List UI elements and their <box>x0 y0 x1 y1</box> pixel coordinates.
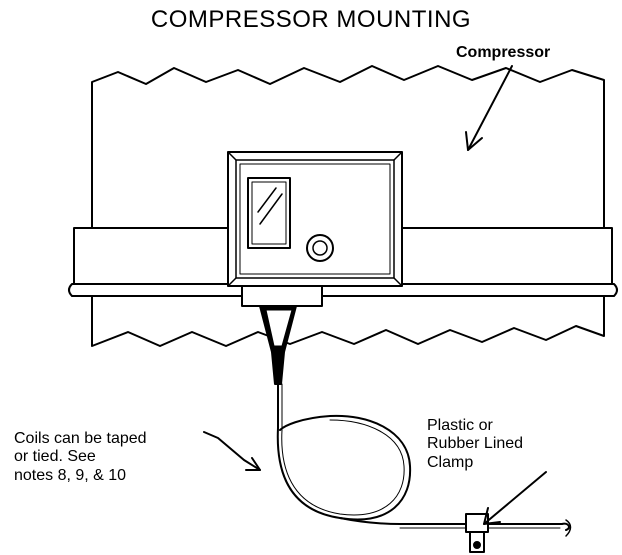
compressor-body-lower <box>91 295 605 347</box>
coils-note-label: Coils can be taped or tied. See notes 8,… <box>14 430 147 485</box>
clamp-label-line: Rubber Lined <box>427 435 524 453</box>
display-window <box>247 177 291 249</box>
coils-leader <box>203 431 261 471</box>
clamp-label-line: Clamp <box>427 453 474 471</box>
glare-mark <box>259 193 283 225</box>
clamp-label-line: Plastic or <box>427 417 493 434</box>
mounting-rail <box>68 283 618 297</box>
diagram-title: COMPRESSOR MOUNTING <box>150 6 472 33</box>
clamp-label: Plastic or Rubber Lined Clamp <box>427 417 523 472</box>
compressor-leader <box>467 65 513 151</box>
compressor-body-upper <box>91 65 605 229</box>
clamp-leader <box>483 471 547 525</box>
capillary-tube <box>276 383 412 521</box>
adjustment-knob <box>306 234 334 262</box>
compressor-label: Compressor <box>456 44 551 61</box>
coils-note-line: notes 8, 9, & 10 <box>14 466 127 484</box>
control-box-bezel <box>235 159 395 279</box>
control-box <box>227 151 403 287</box>
coils-note-line: or tied. See <box>14 448 96 466</box>
glare-mark <box>257 187 277 213</box>
coils-note-line: Coils can be taped <box>14 430 147 447</box>
